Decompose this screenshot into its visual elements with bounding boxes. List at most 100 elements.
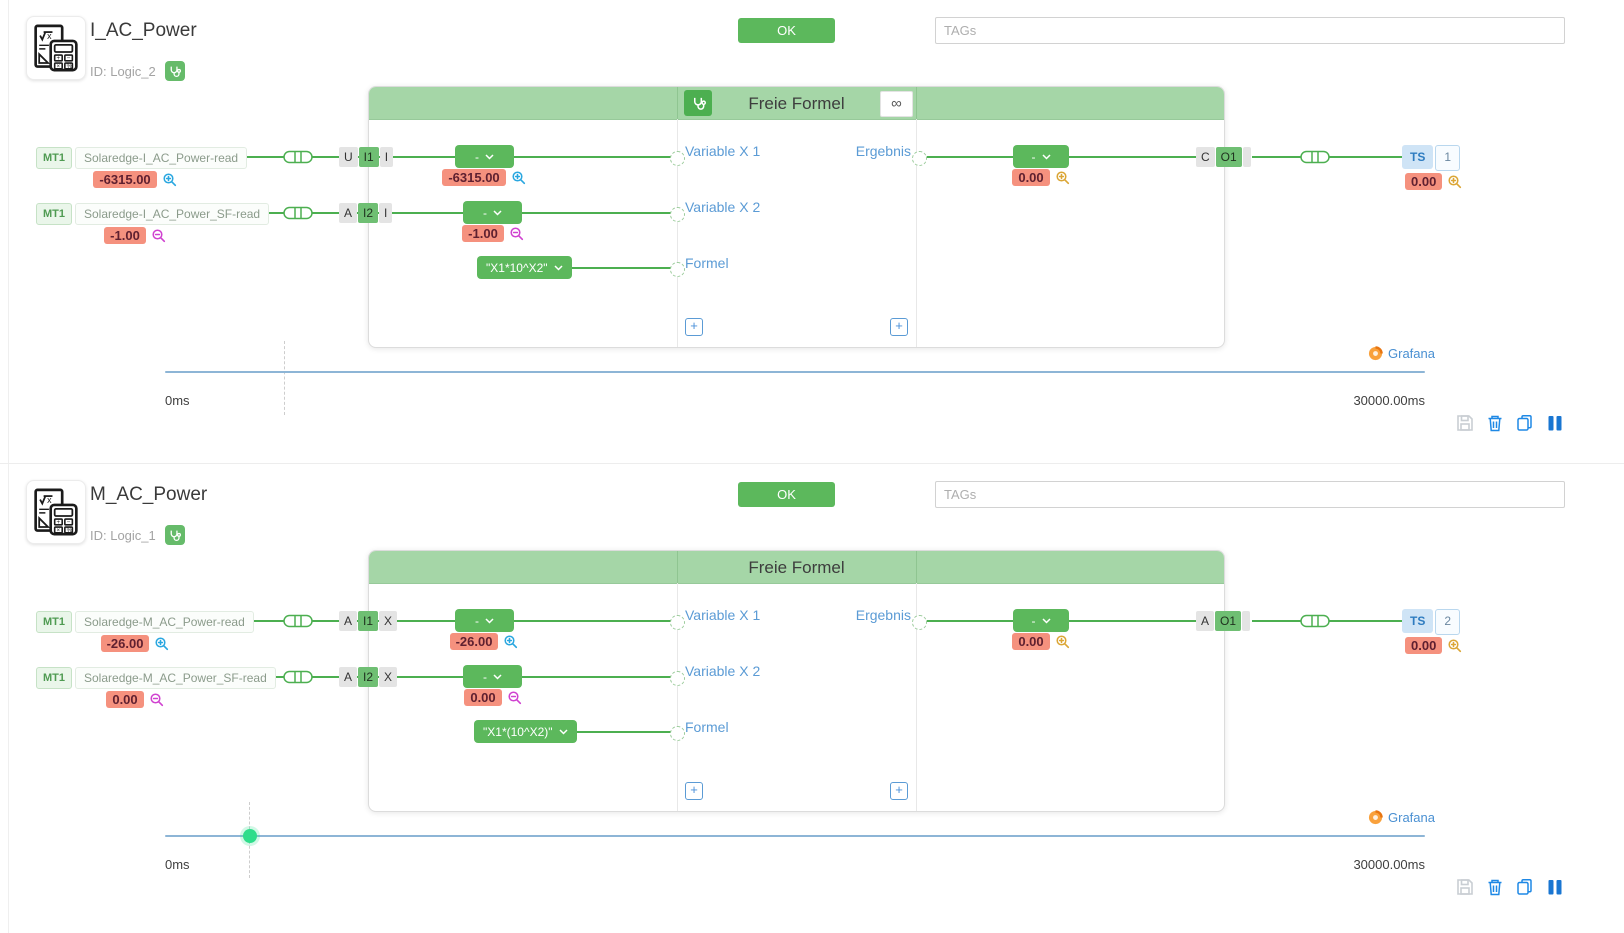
ok-button[interactable]: OK [738,18,835,43]
timeline-track[interactable] [165,371,1425,373]
pause-icon[interactable] [1545,877,1565,897]
copy-icon[interactable] [1515,413,1535,433]
datasource-badge[interactable]: MT1 [36,147,72,169]
zoom-in-icon[interactable] [1056,634,1070,649]
datasource-badge[interactable]: MT1 [36,611,72,633]
zoom-in-icon[interactable] [1448,174,1462,189]
ts-label: TS [1402,145,1434,169]
pin-id[interactable]: O1 [1215,147,1242,167]
pin-type[interactable]: U [339,147,358,167]
zoom-out-icon[interactable] [508,690,522,705]
input-port-x2[interactable] [670,671,685,686]
pin-type[interactable]: C [1196,147,1215,167]
timeseries-badge[interactable]: TS 1 [1402,145,1461,171]
add-output-button[interactable]: + [890,318,908,336]
pin-id[interactable]: I2 [358,203,379,223]
grafana-link[interactable]: Grafana [1368,346,1435,361]
pin-group[interactable]: A I2 X [339,667,398,687]
datasource-badge[interactable]: MT1 [36,667,72,689]
infinity-icon[interactable]: ∞ [880,91,913,117]
output-port-ergebnis[interactable] [912,151,927,166]
zoom-in-icon[interactable] [155,636,169,651]
pin-group[interactable]: A I1 X [339,611,398,631]
zoom-in-icon[interactable] [504,634,518,649]
live-value: 0.00 [1012,169,1050,186]
tags-input[interactable] [935,17,1565,44]
pin-id[interactable]: O1 [1215,611,1242,631]
zoom-in-icon[interactable] [1056,170,1070,185]
timeline-track[interactable] [165,835,1425,837]
tags-input[interactable] [935,481,1565,508]
datasource-badge[interactable]: MT1 [36,203,72,225]
timeline-end-label: 30000.00ms [1353,857,1425,872]
save-icon[interactable] [1455,413,1475,433]
pin-stub [1242,147,1251,167]
input-port-formel[interactable] [670,262,685,277]
pin-unit[interactable]: X [379,667,398,687]
timeline-playhead-dot[interactable] [243,829,257,843]
connector-icon [283,614,313,628]
live-value: -1.00 [104,227,146,244]
zoom-in-icon[interactable] [512,170,526,185]
input-port-formel[interactable] [670,726,685,741]
output-pin-group[interactable]: A O1 [1196,611,1251,631]
zoom-in-icon[interactable] [1448,638,1462,653]
copy-icon[interactable] [1515,877,1535,897]
pin-type[interactable]: A [339,611,358,631]
zoom-out-icon[interactable] [150,692,164,707]
ok-button[interactable]: OK [738,482,835,507]
input-port-x1[interactable] [670,615,685,630]
pin-type[interactable]: A [339,667,358,687]
stethoscope-icon[interactable] [164,525,185,545]
pin-type[interactable]: A [1196,611,1215,631]
output-operator-dropdown[interactable]: - [1013,145,1069,168]
add-input-button[interactable]: + [685,318,703,336]
pin-type[interactable]: A [339,203,358,223]
pin-unit[interactable]: X [379,611,398,631]
output-port-ergebnis[interactable] [912,615,927,630]
pin-id[interactable]: I1 [358,611,379,631]
column-divider [916,583,917,811]
add-output-button[interactable]: + [890,782,908,800]
input-port-x1[interactable] [670,151,685,166]
output-operator-dropdown[interactable]: - [1013,609,1069,632]
delete-icon[interactable] [1485,877,1505,897]
pin-group[interactable]: A I2 I [339,203,393,223]
pin-id[interactable]: I2 [358,667,379,687]
panel-title: Freie Formel [748,558,845,577]
zoom-in-icon[interactable] [163,172,177,187]
timeseries-badge[interactable]: TS 2 [1402,609,1461,635]
output-pin-group[interactable]: C O1 [1196,147,1251,167]
stethoscope-icon[interactable] [684,90,712,116]
logic-block-m-ac-power: x + − × % M_AC_Power ID: Logic_1 OK [0,463,1624,933]
operator-dropdown[interactable]: - [455,609,514,632]
datasource-name[interactable]: Solaredge-M_AC_Power-read [75,611,254,633]
formula-dropdown[interactable]: "X1*(10^X2)" [474,720,577,743]
zoom-out-icon[interactable] [152,228,166,243]
datasource-name[interactable]: Solaredge-M_AC_Power_SF-read [75,667,276,689]
pin-unit[interactable]: I [379,203,393,223]
pin-group[interactable]: U I1 I [339,147,394,167]
pause-icon[interactable] [1545,413,1565,433]
stethoscope-icon[interactable] [164,61,185,81]
add-input-button[interactable]: + [685,782,703,800]
input-port-x2[interactable] [670,207,685,222]
svg-text:%: % [67,63,73,70]
ts-label: TS [1402,609,1434,633]
operator-dropdown[interactable]: - [463,201,522,224]
zoom-out-icon[interactable] [510,226,524,241]
save-icon[interactable] [1455,877,1475,897]
operator-value: - [475,149,479,164]
label-variable-x1: Variable X 1 [685,143,761,159]
datasource-name[interactable]: Solaredge-I_AC_Power-read [75,147,248,169]
grafana-link[interactable]: Grafana [1368,810,1435,825]
svg-text:%: % [67,527,73,534]
pin-unit[interactable]: I [379,147,394,167]
formula-dropdown[interactable]: "X1*10^X2" [477,256,572,279]
operator-dropdown[interactable]: - [455,145,514,168]
datasource-name[interactable]: Solaredge-I_AC_Power_SF-read [75,203,270,225]
header-divider [916,87,917,119]
delete-icon[interactable] [1485,413,1505,433]
pin-id[interactable]: I1 [358,147,379,167]
operator-dropdown[interactable]: - [463,665,522,688]
